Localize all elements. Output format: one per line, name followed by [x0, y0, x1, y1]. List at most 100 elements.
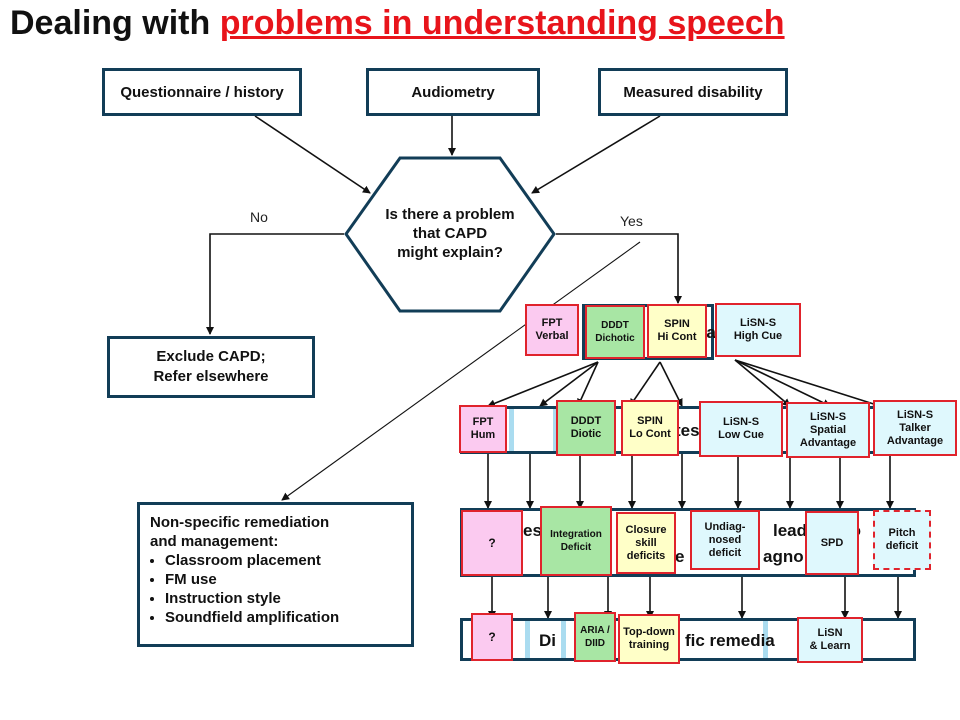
unknown-deficit-card: ?	[461, 510, 523, 576]
audiometry-label: Audiometry	[411, 83, 495, 101]
hexagon-shape	[344, 156, 556, 313]
diagnostic-band-text: tes	[675, 421, 700, 440]
card-line: FPT	[541, 317, 563, 329]
disability-box: Measured disability	[598, 68, 788, 116]
card-line: nosed	[708, 533, 742, 546]
band-stripe	[525, 621, 530, 658]
title-accent-text: problems in understanding speech	[219, 4, 785, 42]
decision-text: Is there a problem that CAPD might expla…	[342, 205, 558, 262]
nonspecific-heading-1: Non-specific remediation	[150, 514, 330, 531]
card-line: deficit	[885, 540, 919, 552]
card-line: Undiag-	[704, 520, 746, 533]
dddt-dichotic-card: DDDT Dichotic	[585, 305, 645, 359]
card-line: Lo Cont	[629, 428, 671, 440]
card-line: & Learn	[809, 640, 851, 652]
history-label: Questionnaire / history	[120, 83, 284, 101]
nonspecific-item: Classroom placement	[165, 551, 339, 570]
card-line: training	[628, 639, 670, 651]
no-label: No	[250, 209, 268, 225]
nonspecific-heading-2: and management:	[150, 533, 279, 550]
remediation-band-text: Di	[539, 631, 556, 650]
band-stripe	[561, 621, 566, 658]
card-line: ?	[488, 535, 496, 550]
card-line: Hi Cont	[657, 331, 697, 343]
card-line: SPIN	[664, 318, 690, 330]
band-stripe	[553, 409, 558, 451]
card-line: Low Cue	[718, 429, 764, 441]
card-line: High Cue	[733, 330, 783, 342]
band-stripe	[509, 409, 514, 451]
deficit-band-text: e	[675, 547, 685, 566]
nonspecific-item: Instruction style	[165, 589, 339, 608]
card-line: ARIA /	[580, 625, 610, 636]
card-line: SPD	[820, 536, 844, 549]
card-line: Advantage	[886, 434, 944, 447]
card-line: Integration	[550, 529, 602, 540]
nonspecific-item: Soundfield amplification	[165, 608, 339, 627]
title-text: Dealing with	[10, 4, 220, 42]
spd-card: SPD	[805, 511, 859, 575]
lisn-learn-card: LiSN& Learn	[797, 617, 863, 663]
card-line: Deficit	[560, 542, 592, 553]
card-line: Dichotic	[595, 333, 635, 344]
yes-label: Yes	[620, 213, 643, 229]
card-line: Closure	[625, 523, 667, 536]
decision-hexagon: Is there a problem that CAPD might expla…	[342, 155, 558, 315]
card-line: FPT	[472, 416, 494, 428]
card-line: Diotic	[570, 428, 602, 440]
exclude-line-1: Exclude CAPD;	[156, 348, 266, 365]
band-stripe	[763, 621, 768, 658]
card-line: Advantage	[799, 436, 857, 449]
exclude-line-2: Refer elsewhere	[153, 368, 269, 385]
card-line: Verbal	[535, 330, 569, 342]
card-line: LiSN-S	[722, 416, 760, 428]
card-line: deficits	[626, 549, 666, 562]
unknown-remediation-card: ?	[471, 613, 513, 661]
card-line: Hum	[470, 429, 496, 441]
card-line: Pitch	[888, 527, 916, 539]
card-line: Talker	[899, 421, 931, 434]
audiometry-box: Audiometry	[366, 68, 540, 116]
disability-label: Measured disability	[623, 83, 763, 101]
card-line: LiSN-S	[896, 408, 934, 421]
remediation-band-text: fic remedia	[685, 631, 775, 650]
deficit-band-text: agno	[763, 547, 804, 566]
card-line: skill	[635, 536, 657, 549]
deficit-band-text: es	[523, 521, 542, 540]
deficit-band-text: lead	[773, 521, 808, 540]
nonspecific-item: FM use	[165, 570, 339, 589]
page-title: Dealing with problems in understanding s…	[10, 4, 785, 43]
decision-line-2: that CAPD	[412, 225, 488, 242]
card-line: ?	[488, 629, 496, 644]
card-line: DIID	[584, 638, 605, 649]
card-line: deficit	[708, 546, 742, 559]
card-line: SPIN	[637, 415, 663, 427]
card-line: LiSN-S	[809, 410, 847, 423]
exclude-box: Exclude CAPD; Refer elsewhere	[107, 336, 315, 398]
card-line: Spatial	[809, 423, 847, 436]
card-line: DDDT	[601, 320, 629, 331]
history-box: Questionnaire / history	[102, 68, 302, 116]
card-line: Top-down	[623, 626, 675, 638]
nonspecific-box: Non-specific remediation and management:…	[137, 502, 414, 647]
card-line: LiSN	[817, 627, 843, 639]
decision-line-1: Is there a problem	[385, 206, 515, 223]
decision-line-3: might explain?	[397, 244, 503, 261]
card-line: DDDT	[570, 415, 602, 427]
card-line: LiSN-S	[739, 317, 777, 329]
